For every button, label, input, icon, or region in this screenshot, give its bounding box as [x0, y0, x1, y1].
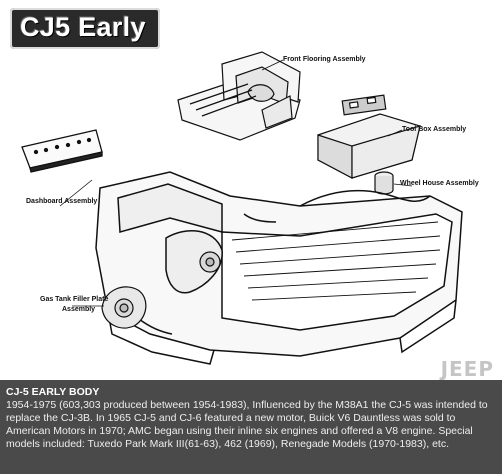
label-gas-tank-line1: Gas Tank Filler Plate	[40, 296, 109, 303]
caption-title: CJ-5 EARLY BODY	[6, 386, 100, 398]
wheel-house-cylinder	[374, 171, 394, 195]
model-badge: CJ5 Early	[10, 8, 160, 49]
leader-lines	[59, 59, 413, 307]
label-tool-box: Tool Box Assembly	[402, 126, 467, 133]
body-parts-diagram	[21, 51, 463, 365]
label-wheel-house: Wheel House Assembly	[400, 180, 479, 187]
main-tub-body	[95, 171, 463, 365]
caption-body: 1954-1975 (603,303 produced between 1954…	[6, 399, 488, 450]
gas-tank-filler-plate	[101, 251, 221, 329]
label-front-flooring: Front Flooring Assembly	[283, 56, 366, 63]
label-gas-tank-line2: Assembly	[62, 306, 96, 313]
site-watermark: JEEP	[440, 357, 494, 381]
caption-panel: CJ-5 EARLY BODY 1954-1975 (603,303 produ…	[0, 380, 502, 474]
tool-box-part	[317, 94, 421, 179]
model-badge-title: CJ5 Early	[20, 12, 146, 42]
label-dashboard: Dashboard Assembly	[26, 198, 98, 205]
front-flooring-part	[177, 51, 301, 141]
dashboard-panel	[21, 129, 103, 173]
